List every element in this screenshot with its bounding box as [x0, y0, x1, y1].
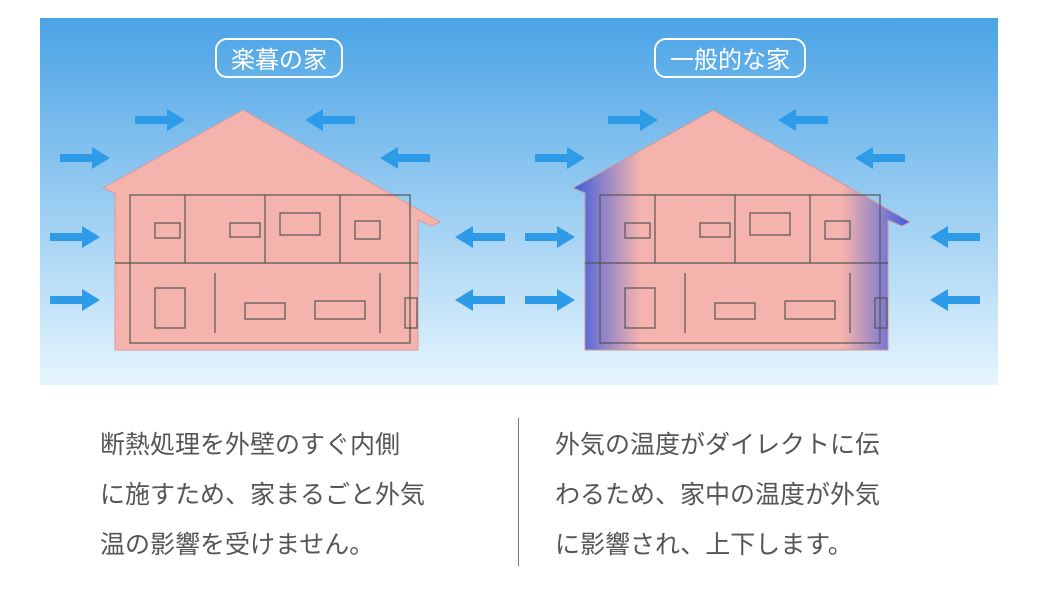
- general-house: [571, 109, 912, 351]
- description-line: わるため、家中の温度が外気: [555, 480, 881, 509]
- rakugura-house-label: 楽暮の家: [215, 38, 343, 78]
- description-line: 断熱処理を外壁のすぐ内側: [100, 430, 401, 459]
- description-line: に施すため、家まるごと外気: [100, 480, 426, 509]
- general-description: 外気の温度がダイレクトに伝 わるため、家中の温度が外気 に影響され、上下します。: [555, 420, 880, 570]
- divider: [518, 418, 519, 566]
- rakugura-house: [101, 109, 442, 351]
- description-line: に影響され、上下します。: [555, 530, 853, 559]
- description-line: 温の影響を受けません。: [100, 530, 375, 559]
- description-line: 外気の温度がダイレクトに伝: [555, 430, 881, 459]
- rakugura-description: 断熱処理を外壁のすぐ内側 に施すため、家まるごと外気 温の影響を受けません。: [100, 420, 425, 570]
- general-house-label: 一般的な家: [654, 38, 806, 78]
- comparison-illustration: [40, 18, 998, 385]
